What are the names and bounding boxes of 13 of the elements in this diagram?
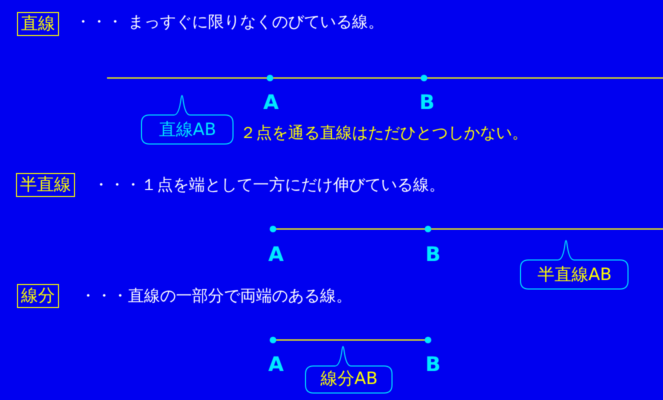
term-box: 直線	[17, 12, 59, 36]
point-label: B	[424, 352, 442, 376]
definition-text: ・・・直線の一部分で両端のある線。	[80, 286, 352, 307]
definition-text: ・・・ まっすぐに限りなくのびている線。	[75, 12, 384, 33]
point-label: A	[262, 90, 280, 114]
point-label: B	[424, 242, 442, 266]
point-label: A	[267, 352, 285, 376]
term-box: 線分	[17, 284, 59, 308]
term-box: 半直線	[16, 173, 75, 197]
note-text: ２点を通る直線はただひとつしかない。	[240, 123, 528, 144]
point-label: B	[418, 90, 436, 114]
point-label: A	[267, 242, 285, 266]
definition-text: ・・・１点を端として一方にだけ伸びている線。	[93, 175, 445, 196]
